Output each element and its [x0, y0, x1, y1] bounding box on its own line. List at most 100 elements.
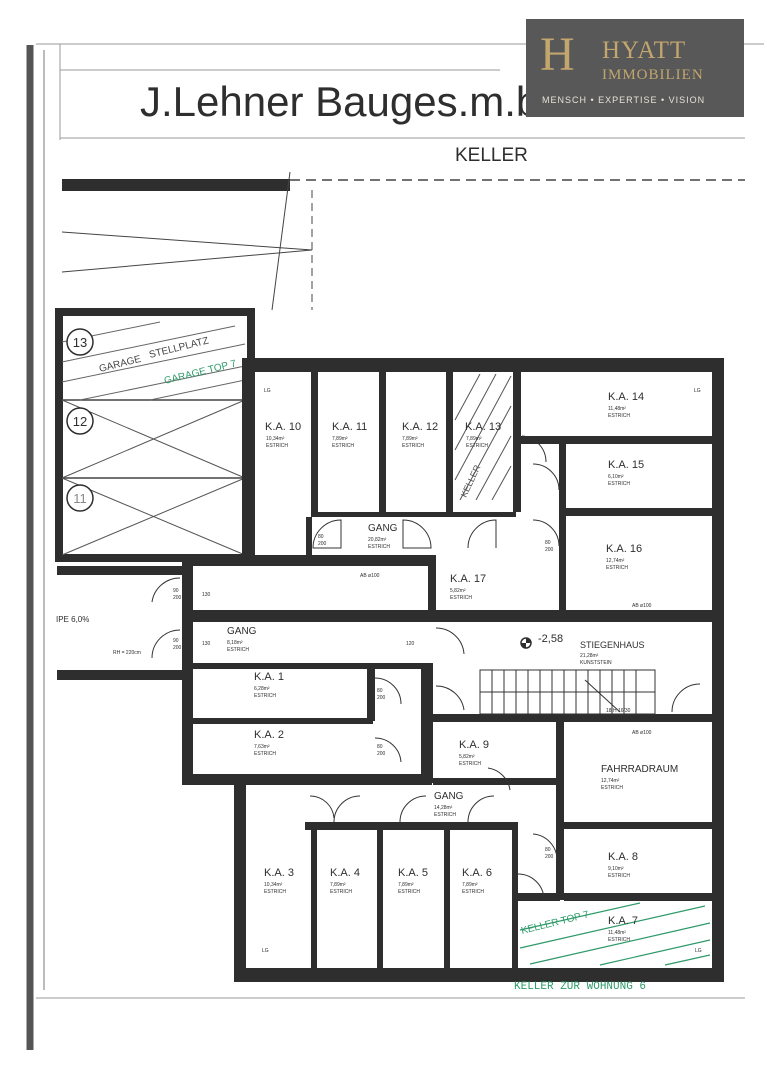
room-ka12-name: K.A. 12 — [402, 421, 438, 433]
garage-note-3: GARAGE TOP 7 — [163, 358, 238, 387]
garage-spot-13: 13 — [73, 335, 87, 350]
room-ka12-floor: ESTRICH — [402, 443, 424, 449]
company-logo: H HYATT IMMOBILIEN MENSCH • EXPERTISE • … — [526, 19, 744, 117]
room-ka8-name: K.A. 8 — [608, 851, 638, 863]
door-label: 80 — [545, 847, 551, 853]
door-label: 200 — [545, 547, 554, 553]
logo-mark: H — [540, 28, 575, 81]
room-ka7-note: KELLER TOP 7 — [520, 909, 591, 937]
hatch-ka13 — [454, 373, 512, 501]
room-ka4-name: K.A. 4 — [330, 867, 360, 879]
lg-label: LG — [262, 948, 269, 954]
door-label: 200 — [377, 751, 386, 757]
door-label: 120 — [406, 641, 415, 647]
door-label: 200 — [377, 695, 386, 701]
door-label: 200 — [545, 854, 554, 860]
room-ka7-name: K.A. 7 — [608, 915, 638, 927]
room-ka6-area: 7,89m² — [462, 882, 478, 888]
door-label: 130 — [202, 592, 211, 598]
door-label: 130 — [202, 641, 211, 647]
room-ka11-floor: ESTRICH — [332, 443, 354, 449]
room-stiegenhaus-level: -2,58 — [538, 633, 563, 645]
garage-note-1: STELLPLATZ — [148, 335, 210, 360]
door-label: 80 — [377, 688, 383, 694]
room-ka17-name: K.A. 17 — [450, 573, 486, 585]
stair-label: 18 H 16/30 — [606, 708, 631, 714]
rh-label: RH = 220cm — [113, 650, 141, 656]
room-ka6-name: K.A. 6 — [462, 867, 492, 879]
hatch-ka7 — [519, 902, 711, 966]
door-annotations: 90 200 90 200 130 130 120 80 200 80 200 … — [173, 388, 702, 954]
room-ka8-floor: ESTRICH — [608, 873, 630, 879]
room-ka16-floor: ESTRICH — [606, 565, 628, 571]
room-ka12-area: 7,89m² — [402, 436, 418, 442]
room-ka6-floor: ESTRICH — [462, 889, 484, 895]
garage-spot-12: 12 — [73, 414, 87, 429]
room-ka15-area: 6,10m² — [608, 474, 624, 480]
room-ka5-floor: ESTRICH — [398, 889, 420, 895]
room-ka2-area: 7,63m² — [254, 744, 270, 750]
room-gang-low-name: GANG — [434, 791, 464, 802]
room-ka15-name: K.A. 15 — [608, 459, 644, 471]
lg-label: LG — [694, 388, 701, 394]
drawing-frame — [26, 43, 764, 1050]
room-ka2-floor: ESTRICH — [254, 751, 276, 757]
room-gang-mid-area: 8,18m² — [227, 640, 243, 646]
room-ka10-floor: ESTRICH — [266, 443, 288, 449]
room-ka5-area: 7,89m² — [398, 882, 414, 888]
room-fahrradraum-floor: ESTRICH — [601, 785, 623, 791]
ramp-area — [61, 171, 745, 311]
room-ka10-name: K.A. 10 — [265, 421, 301, 433]
room-ka14-area: 11,48m² — [608, 406, 626, 412]
ipe-label: IPE 6,0% — [56, 615, 89, 624]
room-ka9-floor: ESTRICH — [459, 761, 481, 767]
building-walls — [182, 358, 724, 982]
room-stiegenhaus-floor: KUNSTSTEIN — [580, 660, 612, 666]
room-ka13-floor: ESTRICH — [466, 443, 488, 449]
room-stiegenhaus-note: AB ø100 — [632, 730, 652, 736]
logo-tagline: MENSCH • EXPERTISE • VISION — [542, 95, 706, 105]
door-swings — [151, 435, 701, 901]
door-label: 90 — [173, 588, 179, 594]
room-ka14-floor: ESTRICH — [608, 413, 630, 419]
handwritten-note: KELLER ZUR WOHNUNG 6 — [514, 981, 646, 993]
garage: 13 12 11 STELLPLATZ GARAGE GARAGE TOP 7 — [55, 308, 255, 562]
room-ka5-name: K.A. 5 — [398, 867, 428, 879]
room-ka15-floor: ESTRICH — [608, 481, 630, 487]
room-ka9-area: 5,82m² — [459, 754, 475, 760]
room-fahrradraum-area: 12,74m² — [601, 778, 620, 784]
room-ka16-name: K.A. 16 — [606, 543, 642, 555]
room-ka1-name: K.A. 1 — [254, 671, 284, 683]
room-ka11-area: 7,89m² — [332, 436, 348, 442]
room-ka7-area: 11,48m² — [608, 930, 626, 936]
room-gang-low-floor: ESTRICH — [434, 812, 456, 818]
room-ka17-floor: ESTRICH — [450, 595, 472, 601]
entry-corridor: IPE 6,0% RH = 220cm — [56, 566, 185, 680]
room-gang-top-area: 20,82m² — [368, 537, 387, 543]
lg-label: LG — [264, 388, 271, 394]
room-ka17-area: 5,82m² — [450, 588, 466, 594]
garage-spot-11: 11 — [73, 491, 87, 506]
door-label: 200 — [173, 645, 182, 651]
room-ka8-area: 9,10m² — [608, 866, 624, 872]
level-marker-icon — [520, 637, 532, 649]
room-gang-mid-name: GANG — [227, 626, 257, 637]
room-ka16-area: 12,74m² — [606, 558, 625, 564]
door-label: 80 — [545, 540, 551, 546]
room-ka4-floor: ESTRICH — [330, 889, 352, 895]
room-gang-top-note: AB ø100 — [360, 573, 380, 579]
room-ka16-note: AB ø100 — [632, 603, 652, 609]
garage-note-2: GARAGE — [98, 354, 142, 375]
room-ka13-area: 7,89m² — [466, 436, 482, 442]
room-gang-top-floor: ESTRICH — [368, 544, 390, 550]
room-gang-low-area: 14,28m² — [434, 805, 453, 811]
room-ka4-area: 7,89m² — [330, 882, 346, 888]
room-ka13-name: K.A. 13 — [465, 421, 501, 433]
room-ka1-area: 6,28m² — [254, 686, 270, 692]
room-ka11-name: K.A. 11 — [332, 421, 367, 433]
door-label: 90 — [173, 638, 179, 644]
room-ka1-floor: ESTRICH — [254, 693, 276, 699]
page-title: J.Lehner Bauges.m.b.H — [140, 78, 581, 125]
room-gang-mid-floor: ESTRICH — [227, 647, 249, 653]
room-ka3-name: K.A. 3 — [264, 867, 294, 879]
